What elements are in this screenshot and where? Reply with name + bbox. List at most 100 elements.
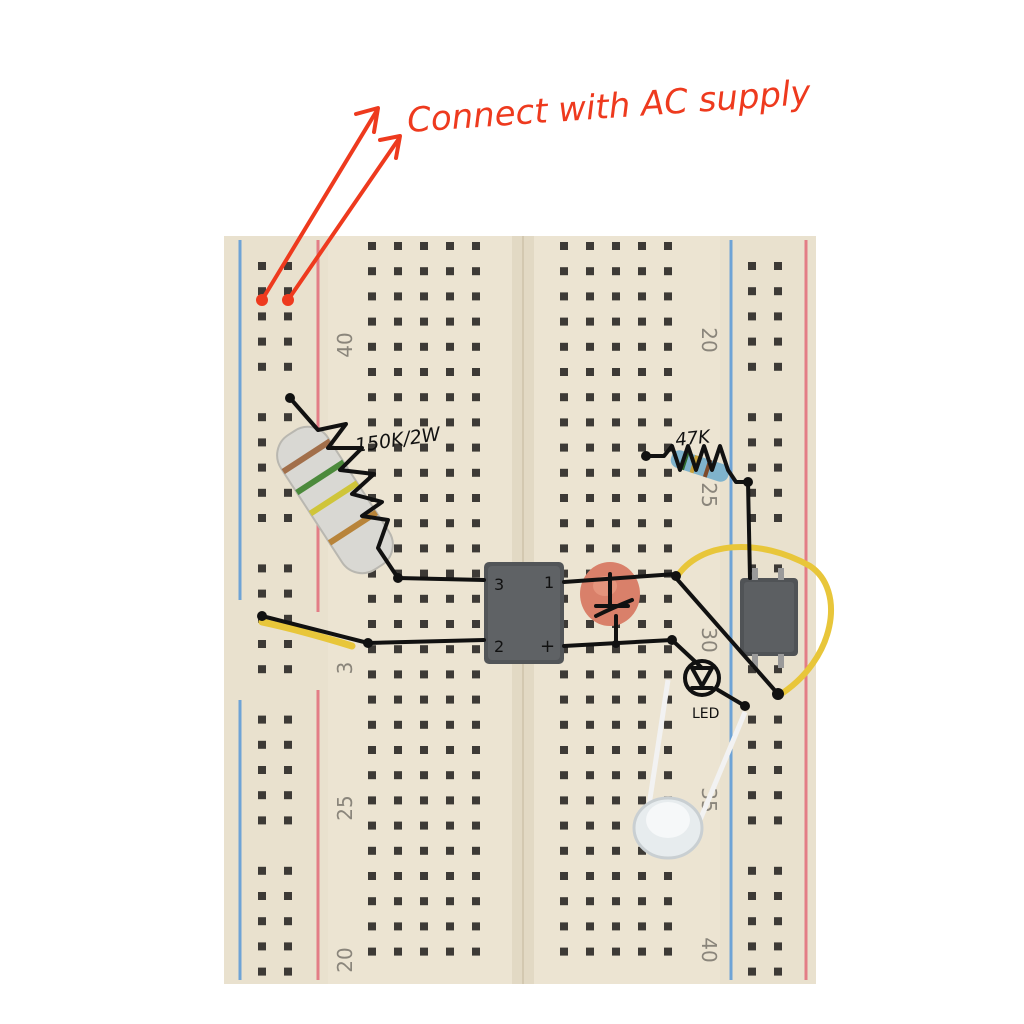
- wire-bridge-pin1: [562, 572, 678, 584]
- breadboard-hole: [560, 368, 568, 376]
- breadboard-hole: [446, 620, 454, 628]
- breadboard-hole: [394, 796, 402, 805]
- breadboard-hole: [472, 872, 480, 880]
- breadboard-hole: [638, 368, 646, 376]
- breadboard-hole: [612, 468, 620, 477]
- breadboard-hole: [638, 796, 646, 805]
- row-number-left-20: 20: [333, 947, 357, 972]
- breadboard-hole: [284, 816, 292, 825]
- breadboard-hole: [284, 312, 292, 321]
- breadboard-hole: [394, 292, 402, 301]
- breadboard-hole: [446, 494, 454, 502]
- bridge-pin-1: 1: [544, 573, 554, 592]
- breadboard-hole: [394, 267, 402, 276]
- breadboard-hole: [638, 519, 646, 528]
- breadboard-hole: [586, 393, 594, 402]
- breadboard-hole: [258, 463, 266, 472]
- breadboard-hole: [284, 766, 292, 774]
- bridge-rectifier: [484, 562, 564, 664]
- breadboard-hole: [284, 791, 292, 800]
- breadboard-hole: [394, 519, 402, 528]
- breadboard-hole: [284, 967, 292, 976]
- breadboard-hole: [394, 897, 402, 906]
- breadboard-hole: [560, 796, 568, 805]
- breadboard-hole: [638, 242, 646, 250]
- breadboard-hole: [472, 670, 480, 679]
- breadboard-hole: [586, 947, 594, 956]
- breadboard-hole: [560, 695, 568, 704]
- breadboard-hole: [368, 594, 376, 603]
- breadboard-hole: [774, 337, 782, 346]
- breadboard-hole: [638, 872, 646, 880]
- breadboard-hole: [586, 242, 594, 250]
- resistor-icon: [644, 444, 750, 484]
- breadboard-hole: [258, 362, 266, 371]
- breadboard-hole: [420, 569, 428, 578]
- led-symbol-icon: [670, 638, 747, 708]
- breadboard-hole: [774, 740, 782, 749]
- breadboard-hole: [394, 645, 402, 654]
- breadboard-hole: [284, 740, 292, 749]
- breadboard-hole: [446, 267, 454, 276]
- breadboard-hole: [774, 287, 782, 296]
- breadboard-hole: [446, 720, 454, 729]
- breadboard-hole: [258, 287, 266, 296]
- breadboard-hole: [472, 947, 480, 956]
- breadboard-hole: [612, 821, 620, 830]
- breadboard-hole: [446, 872, 454, 880]
- breadboard-hole: [420, 922, 428, 931]
- breadboard-hole: [612, 418, 620, 427]
- breadboard-hole: [560, 544, 568, 553]
- breadboard-hole: [748, 917, 756, 926]
- breadboard-hole: [586, 342, 594, 351]
- breadboard-hole: [560, 468, 568, 477]
- breadboard-hole: [394, 620, 402, 628]
- breadboard-hole: [560, 771, 568, 780]
- breadboard-hole: [748, 262, 756, 270]
- breadboard-hole: [664, 720, 672, 729]
- breadboard-hole: [258, 312, 266, 321]
- junction-dots: [257, 393, 784, 711]
- breadboard-hole: [774, 866, 782, 875]
- breadboard-hole: [774, 766, 782, 774]
- breadboard-hole: [368, 695, 376, 704]
- breadboard-hole: [612, 393, 620, 402]
- breadboard-hole: [664, 695, 672, 704]
- ac-terminal-1: [256, 294, 268, 306]
- breadboard-hole: [612, 292, 620, 301]
- led-label: LED: [692, 706, 719, 722]
- breadboard-hole: [368, 317, 376, 326]
- breadboard-hole: [774, 413, 782, 422]
- breadboard-hole: [368, 947, 376, 956]
- breadboard-hole: [774, 362, 782, 371]
- breadboard-hole: [258, 917, 266, 926]
- breadboard-hole: [638, 645, 646, 654]
- breadboard-hole: [560, 746, 568, 754]
- breadboard-hole: [394, 922, 402, 931]
- breadboard-hole: [748, 514, 756, 522]
- breadboard-hole: [774, 892, 782, 900]
- breadboard-hole: [664, 897, 672, 906]
- breadboard-hole: [748, 892, 756, 900]
- breadboard-hole: [638, 695, 646, 704]
- wire-to-optocoupler: [674, 576, 780, 696]
- breadboard-hole: [258, 488, 266, 497]
- breadboard-hole: [368, 897, 376, 906]
- breadboard-hole: [560, 292, 568, 301]
- breadboard-hole: [446, 746, 454, 754]
- breadboard-hole: [664, 494, 672, 502]
- breadboard-hole: [586, 922, 594, 931]
- breadboard-hole: [612, 746, 620, 754]
- breadboard-hole: [368, 267, 376, 276]
- breadboard-hole: [664, 443, 672, 452]
- breadboard-hole: [258, 413, 266, 422]
- breadboard-hole: [420, 317, 428, 326]
- breadboard-hole: [284, 362, 292, 371]
- breadboard-hole: [420, 897, 428, 906]
- breadboard-hole: [586, 368, 594, 376]
- breadboard-hole: [446, 771, 454, 780]
- breadboard-hole: [420, 670, 428, 679]
- breadboard-hole: [284, 514, 292, 522]
- breadboard-hole: [446, 544, 454, 553]
